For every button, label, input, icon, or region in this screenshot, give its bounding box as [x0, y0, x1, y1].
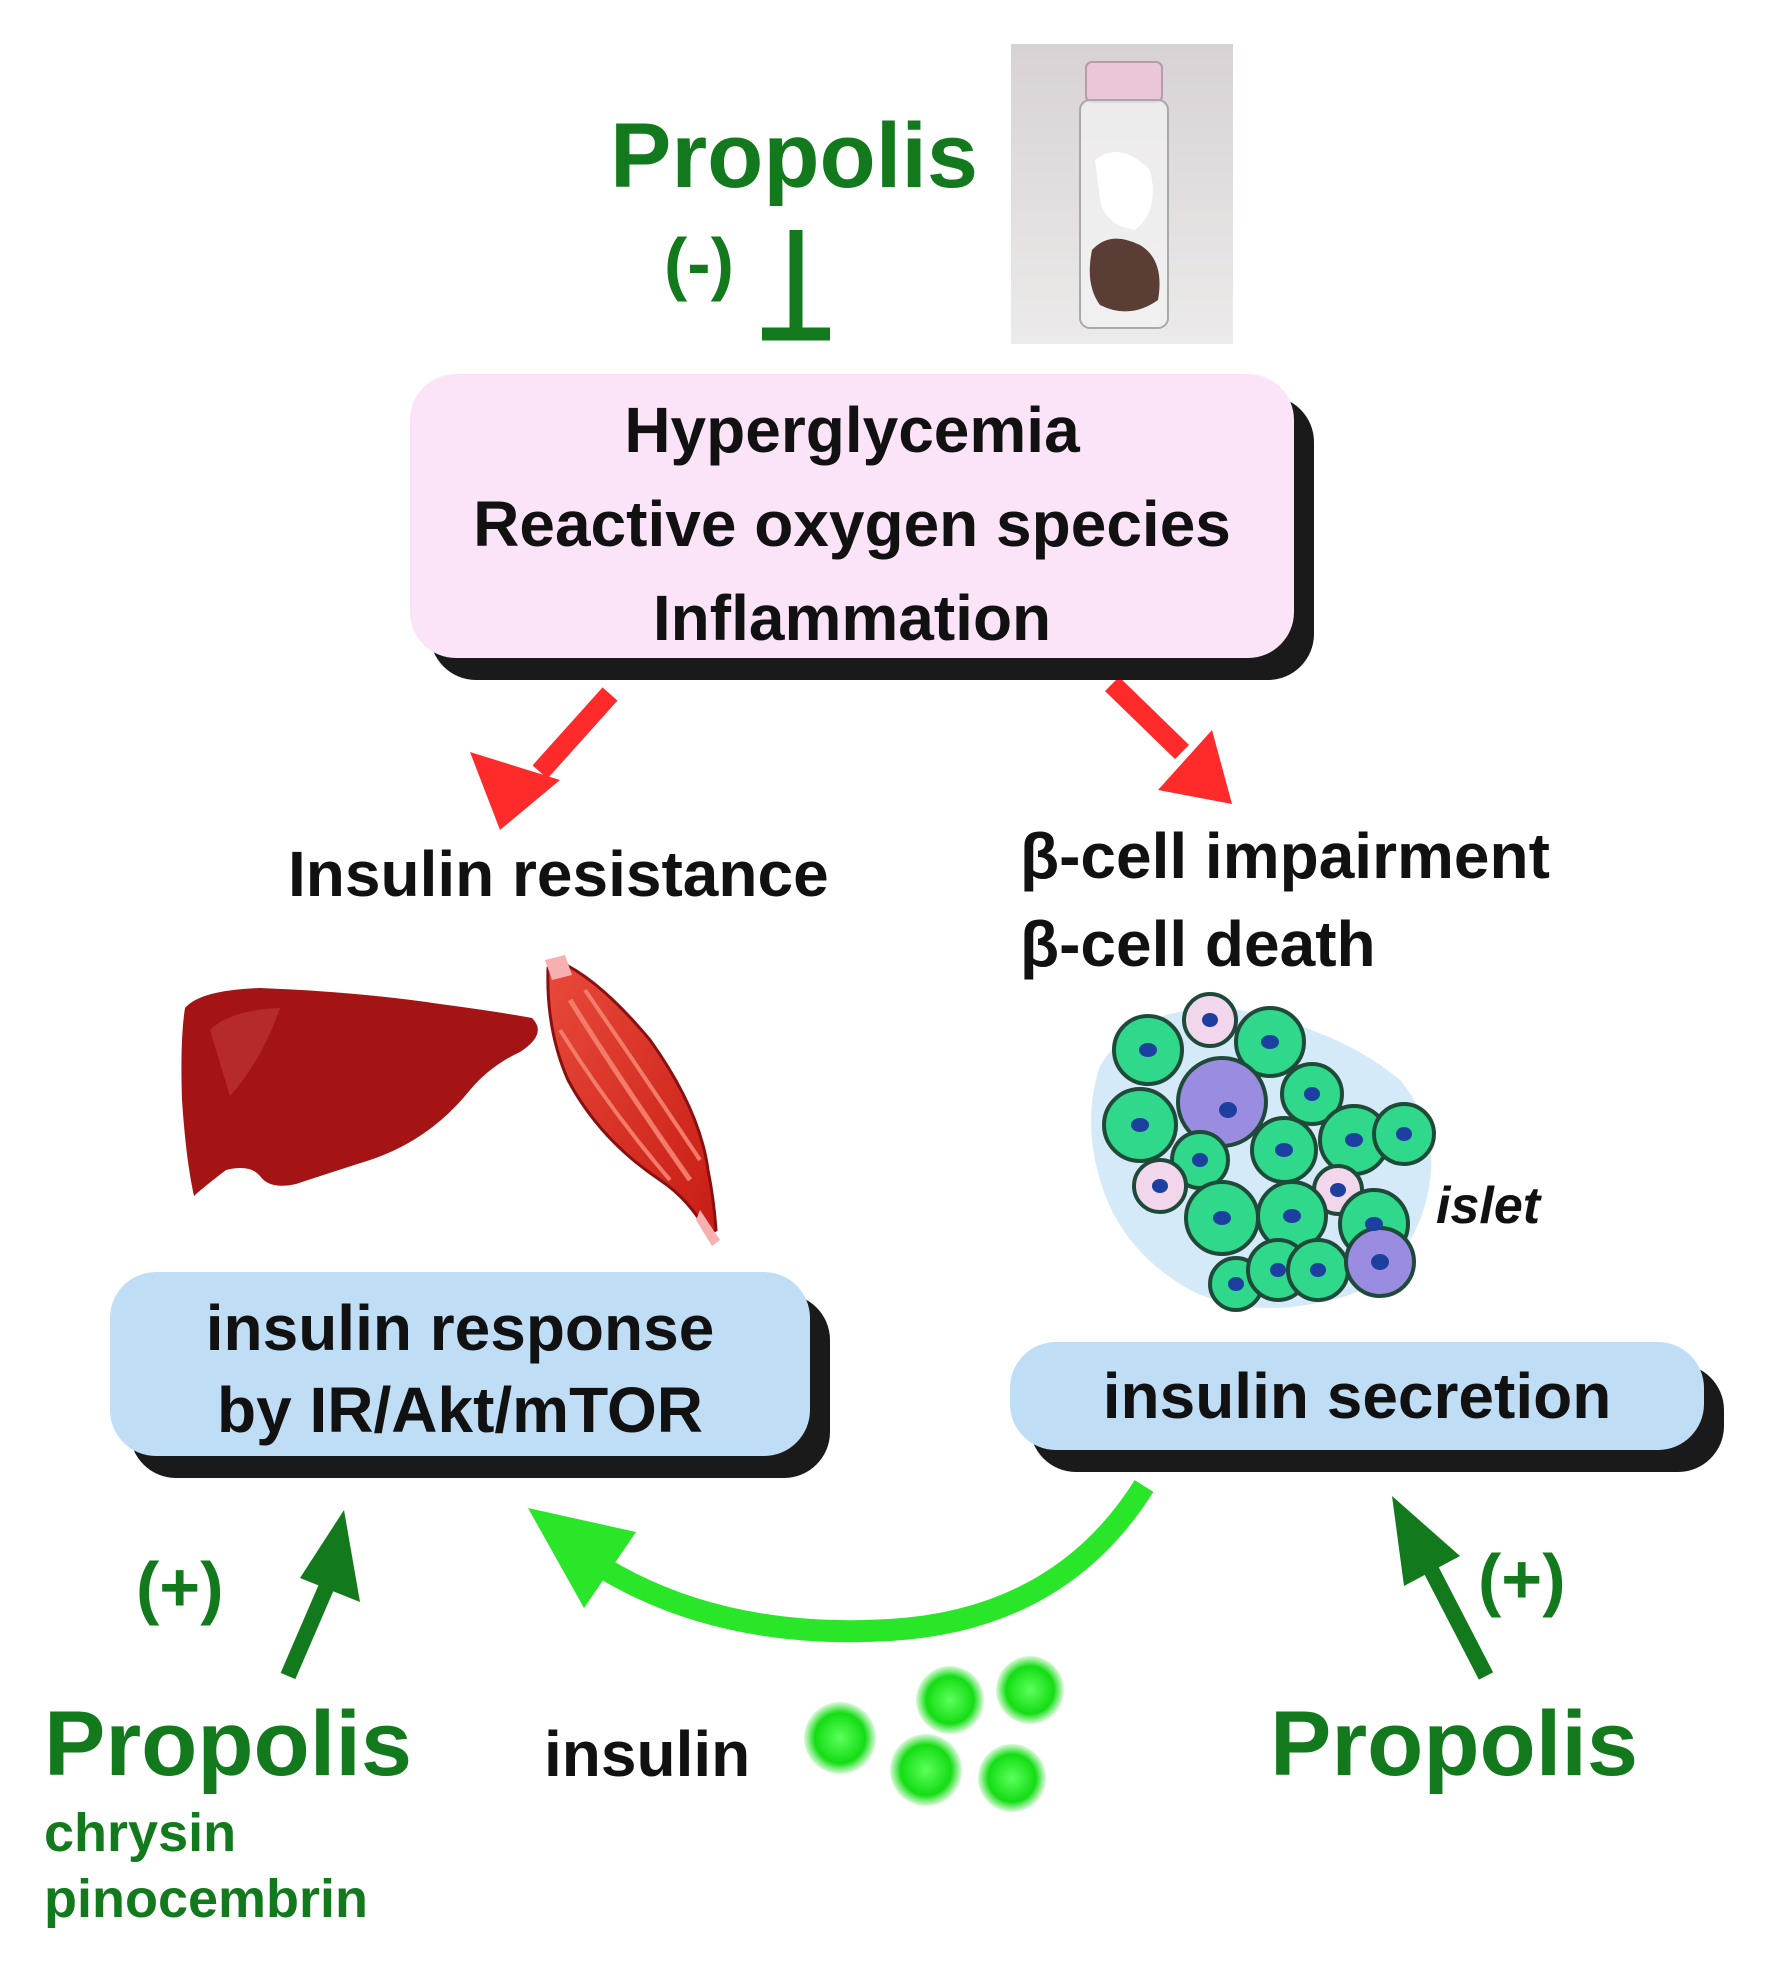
beta-cell-death-label: β-cell death	[1020, 908, 1376, 980]
red-arrow-left	[470, 687, 618, 830]
red-arrow-right	[1105, 676, 1232, 804]
hyperglycemia-text: Hyperglycemia	[624, 394, 1080, 466]
liver-icon	[181, 988, 538, 1196]
islet-icon	[1091, 992, 1436, 1312]
right-plus-sign: (+)	[1478, 1540, 1566, 1618]
top-propolis-label: Propolis	[610, 105, 979, 207]
insulin-label: insulin	[544, 1718, 751, 1790]
insulin-secretion-text: insulin secretion	[1102, 1360, 1612, 1432]
left-plus-sign: (+)	[136, 1548, 224, 1626]
muscle-icon	[545, 955, 720, 1246]
ros-text: Reactive oxygen species	[473, 488, 1231, 560]
stress-factors-box: Hyperglycemia Reactive oxygen species In…	[410, 374, 1294, 658]
left-propolis-label: Propolis	[44, 1693, 413, 1795]
pinocembrin-label: pinocembrin	[44, 1869, 369, 1929]
stimulate-arrow-right	[1392, 1496, 1494, 1680]
insulin-resistance-label: Insulin resistance	[288, 838, 829, 910]
inhibition-bar	[762, 230, 830, 341]
insulin-response-box: insulin response by IR/Akt/mTOR	[110, 1272, 810, 1456]
inflammation-text: Inflammation	[652, 582, 1052, 654]
beta-cell-impairment-label: β-cell impairment	[1020, 820, 1550, 892]
ir-akt-mtor-text: by IR/Akt/mTOR	[217, 1374, 703, 1446]
right-propolis-label: Propolis	[1270, 1693, 1639, 1795]
insulin-flow-arrow	[528, 1480, 1154, 1643]
insulin-secretion-box: insulin secretion	[1010, 1342, 1704, 1450]
insulin-response-text: insulin response	[205, 1292, 715, 1364]
inhibit-sign: (-)	[664, 224, 734, 302]
stimulate-arrow-left	[280, 1510, 360, 1680]
islet-label: islet	[1436, 1177, 1541, 1235]
propolis-vial-photo	[1011, 44, 1233, 344]
insulin-granules	[804, 1656, 1064, 1812]
chrysin-label: chrysin	[44, 1803, 237, 1863]
